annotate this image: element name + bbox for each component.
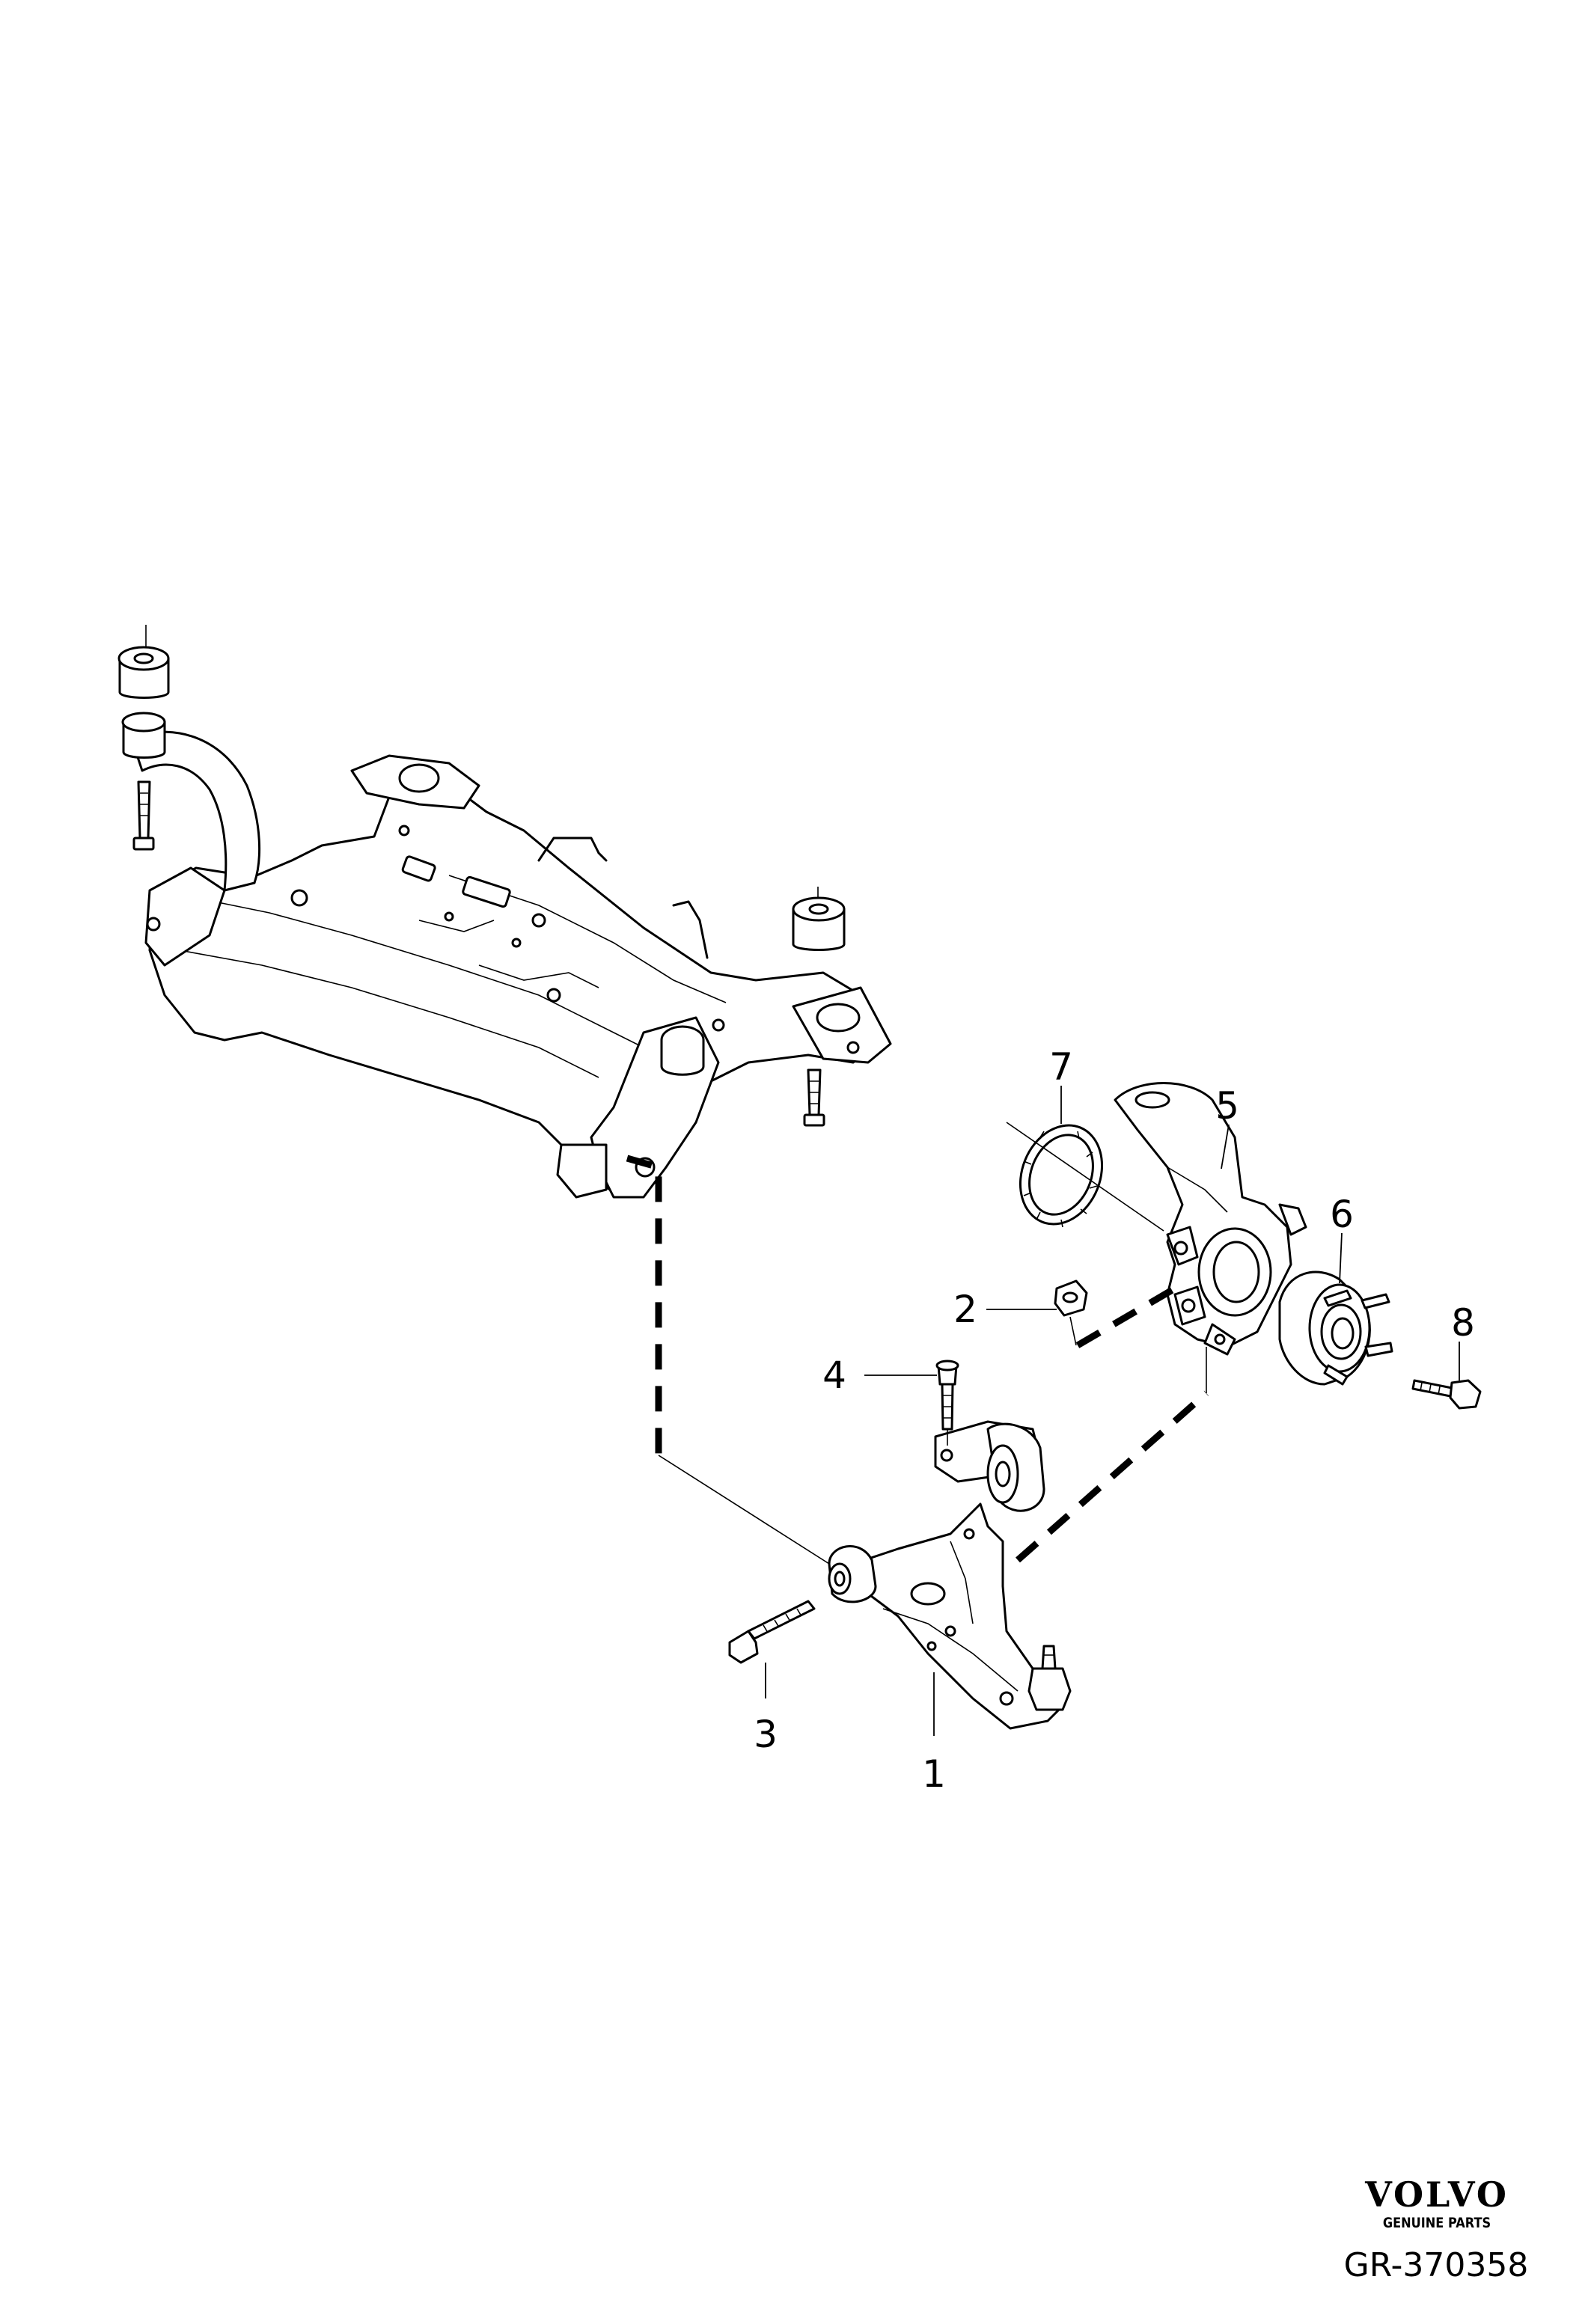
callout-8: 8: [1451, 1301, 1475, 1345]
callout-3: 3: [754, 1713, 778, 1756]
volvo-genuine-parts-logo: VOLVO GENUINE PARTS: [1347, 2177, 1527, 2230]
subframe-bushing-left: [117, 625, 170, 851]
callouts: 1 2 3 4 5 6 7 8: [754, 1045, 1475, 1796]
subframe: [129, 730, 892, 1199]
wheel-hub: [1278, 1270, 1393, 1386]
bolt-4: [935, 1360, 959, 1431]
assembly-dashed-lines: [626, 1155, 1209, 1563]
brand-subtitle: GENUINE PARTS: [1382, 2215, 1491, 2231]
callout-4: 4: [822, 1354, 846, 1397]
callout-5: 5: [1215, 1084, 1239, 1128]
leader-lines: [765, 1086, 1460, 1736]
assembly-thin-lines: [658, 1122, 1164, 1565]
lower-control-arm: [828, 1420, 1072, 1730]
subframe-bushing-right: [792, 887, 846, 1127]
bolt-3: [728, 1600, 816, 1664]
bolt-8: [1411, 1379, 1482, 1410]
brand-name: VOLVO: [1365, 2174, 1509, 2215]
retaining-ring: [1019, 1124, 1104, 1228]
diagram-reference: GR-370358: [1343, 2246, 1529, 2284]
callout-7: 7: [1049, 1045, 1073, 1089]
callout-1: 1: [922, 1752, 946, 1796]
steering-knuckle: [1114, 1082, 1307, 1356]
callout-2: 2: [953, 1288, 977, 1331]
callout-6: 6: [1330, 1193, 1354, 1236]
nut-2: [1054, 1279, 1088, 1317]
